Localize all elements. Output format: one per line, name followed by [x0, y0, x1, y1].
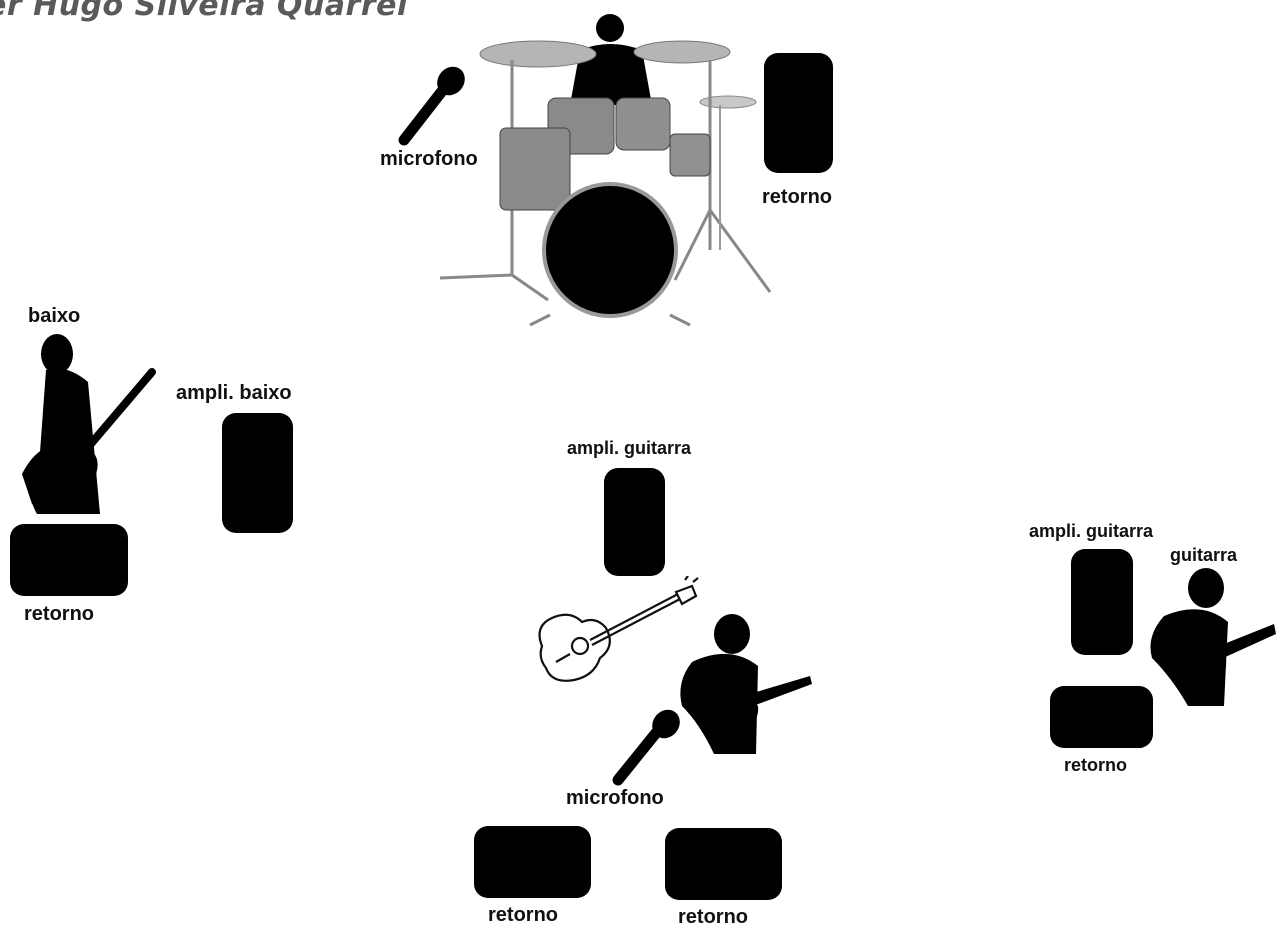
right-monitor-label: retorno	[1064, 755, 1127, 775]
microphone-icon	[398, 66, 465, 146]
acoustic-guitar-icon	[538, 576, 699, 682]
center-amp	[604, 468, 665, 576]
center-amp-label: ampli. guitarra	[567, 438, 692, 458]
drum-kit-icon	[439, 14, 772, 327]
bass-monitor-label: retorno	[24, 603, 94, 625]
drum-monitor-label: retorno	[762, 186, 832, 208]
guitarist-icon	[680, 614, 812, 754]
bass-amp-label: ampli. baixo	[176, 382, 292, 404]
right-guitarist-label: guitarra	[1170, 545, 1238, 565]
bass-player-icon	[22, 334, 156, 514]
drum-monitor	[764, 53, 833, 173]
center-monitor-left-label: retorno	[488, 904, 558, 926]
microphone-icon	[612, 709, 680, 786]
bass-player-label: baixo	[28, 305, 81, 327]
center-monitor-left	[474, 826, 591, 898]
guitarist-icon	[1150, 568, 1276, 706]
right-amp-label: ampli. guitarra	[1029, 521, 1154, 541]
center-mic-label: microfono	[566, 787, 664, 809]
bass-amp	[222, 413, 293, 533]
center-monitor-right-label: retorno	[678, 906, 748, 928]
center-monitor-right	[665, 828, 782, 900]
bass-monitor	[10, 524, 128, 596]
author-credit: er Hugo Silveira Quarrel	[0, 0, 408, 23]
right-monitor	[1050, 686, 1153, 748]
right-amp	[1071, 549, 1133, 655]
drum-mic-label: microfono	[380, 148, 478, 170]
